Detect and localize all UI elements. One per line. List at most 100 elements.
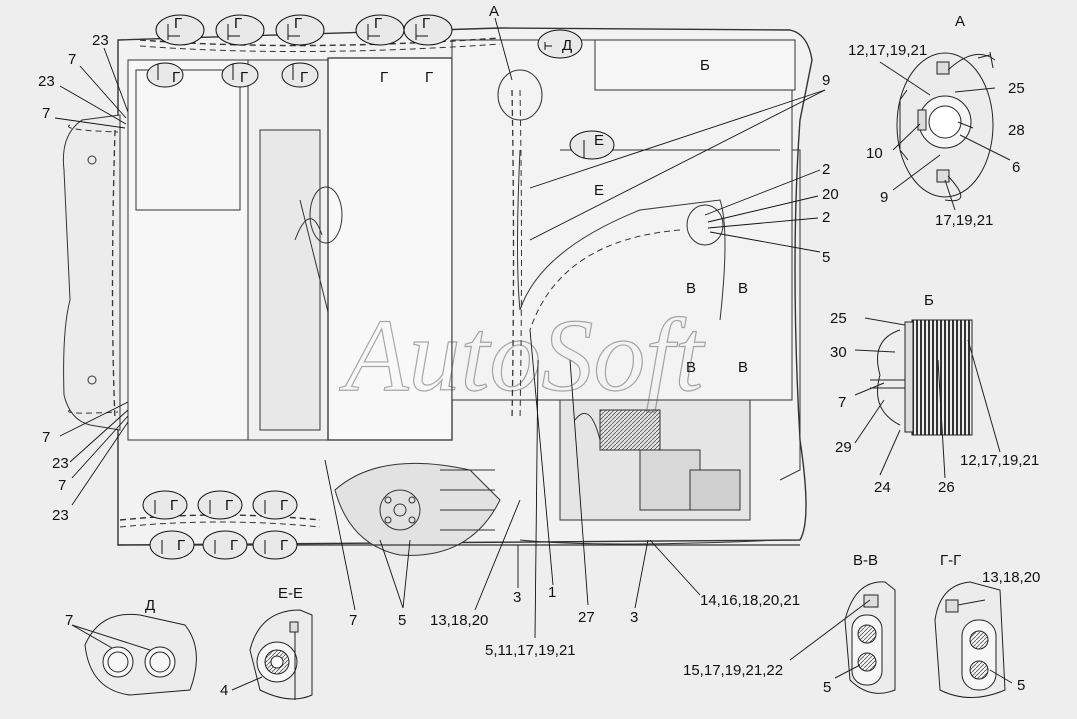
cut-mark-g-6 bbox=[146, 62, 184, 88]
svg-text:Г: Г bbox=[300, 69, 308, 86]
cut-mark-g-5 bbox=[403, 14, 453, 46]
callout-label: 12,17,19,21 bbox=[960, 452, 1039, 469]
svg-text:Г: Г bbox=[240, 69, 248, 86]
svg-text:Г: Г bbox=[422, 15, 430, 32]
callout-label: 5 bbox=[1017, 677, 1025, 694]
svg-text:Г: Г bbox=[425, 69, 433, 86]
svg-text:Г: Г bbox=[294, 15, 302, 32]
callout-label: 9 bbox=[822, 72, 830, 89]
callout-label: 2 bbox=[822, 209, 830, 226]
watermark: AutoSoft bbox=[339, 298, 705, 413]
callout-label: 2 bbox=[822, 161, 830, 178]
callout-label: 23 bbox=[52, 455, 69, 472]
svg-text:Г: Г bbox=[174, 15, 182, 32]
svg-text:Г: Г bbox=[374, 15, 382, 32]
svg-text:А: А bbox=[489, 3, 499, 20]
hose-left bbox=[111, 129, 116, 421]
svg-text:Г: Г bbox=[170, 497, 178, 514]
view-title-d: Д bbox=[145, 597, 155, 614]
callout-label: 25 bbox=[830, 310, 847, 327]
svg-text:Е: Е bbox=[594, 132, 604, 149]
callout-label: 23 bbox=[52, 507, 69, 524]
callout-label: 5 bbox=[398, 612, 406, 629]
view-ee-detail bbox=[231, 609, 313, 700]
left-door-outline bbox=[62, 114, 121, 431]
svg-text:В: В bbox=[686, 280, 696, 297]
svg-text:Г: Г bbox=[230, 537, 238, 554]
view-title-ee: Е-Е bbox=[278, 585, 303, 602]
callout-label: 27 bbox=[578, 609, 595, 626]
callout-label: 1 bbox=[548, 584, 556, 601]
svg-text:Г: Г bbox=[280, 537, 288, 554]
svg-text:Г: Г bbox=[225, 497, 233, 514]
fan-housing bbox=[334, 462, 501, 556]
cut-mark-g-2 bbox=[215, 14, 265, 46]
cut-mark-g-12 bbox=[149, 530, 195, 560]
svg-text:Д: Д bbox=[562, 37, 572, 54]
callout-label: 6 bbox=[1012, 159, 1020, 176]
hose-right bbox=[511, 89, 515, 421]
svg-text:Е: Е bbox=[594, 182, 604, 199]
callout-label: 7 bbox=[58, 477, 66, 494]
callout-label: 5 bbox=[822, 249, 830, 266]
bolt bbox=[87, 155, 97, 165]
callout-label: 26 bbox=[938, 479, 955, 496]
callout-label: 24 bbox=[874, 479, 891, 496]
callout-labels: 23 7 23 7 7 7 23 7 23 9 2 20 2 5 7 5 13,… bbox=[38, 32, 1040, 699]
cut-mark-g-14 bbox=[252, 530, 298, 560]
callout-label: 7 bbox=[42, 429, 50, 446]
view-title-b: Б bbox=[924, 292, 934, 309]
view-title-vv: В-В bbox=[853, 552, 878, 569]
callout-label: 4 bbox=[220, 682, 228, 699]
view-title-a: А bbox=[955, 13, 965, 30]
section-marks bbox=[142, 14, 615, 560]
callout-label: 13,18,20 bbox=[982, 569, 1040, 586]
callout-label: 17,19,21 bbox=[935, 212, 993, 229]
bolt bbox=[87, 375, 97, 385]
view-vv-detail bbox=[789, 581, 896, 694]
callout-label: 3 bbox=[513, 589, 521, 606]
callout-label: 20 bbox=[822, 186, 839, 203]
view-title-gg: Г-Г bbox=[940, 552, 961, 569]
cut-mark-g-9 bbox=[142, 490, 188, 520]
callout-label: 10 bbox=[866, 145, 883, 162]
callout-label: 28 bbox=[1008, 122, 1025, 139]
svg-text:Г: Г bbox=[380, 69, 388, 86]
svg-text:В: В bbox=[686, 359, 696, 376]
callout-label: 7 bbox=[65, 612, 73, 629]
callout-label: 7 bbox=[838, 394, 846, 411]
cut-mark-g-11 bbox=[252, 490, 298, 520]
main-view bbox=[62, 27, 813, 556]
cut-mark-g-1 bbox=[155, 14, 205, 46]
callout-label: 23 bbox=[92, 32, 109, 49]
svg-text:Г: Г bbox=[234, 15, 242, 32]
view-gg-detail bbox=[934, 581, 1013, 698]
left-panel-box bbox=[135, 69, 241, 211]
section-mark-letters: Г Г Г Г Г Г Г Г Г Г Г Г Г Г Г Г Д Е Е Б … bbox=[170, 3, 748, 554]
callout-label: 7 bbox=[42, 105, 50, 122]
svg-text:Г: Г bbox=[177, 537, 185, 554]
svg-text:Б: Б bbox=[700, 57, 710, 74]
callout-label: 7 bbox=[68, 51, 76, 68]
cut-mark-d bbox=[537, 29, 583, 59]
cut-mark-g-8 bbox=[281, 62, 319, 88]
callout-label: 30 bbox=[830, 344, 847, 361]
callout-label: 3 bbox=[630, 609, 638, 626]
cut-mark-g-7 bbox=[221, 62, 259, 88]
view-titles: А Б Д Е-Е В-В Г-Г bbox=[145, 13, 965, 614]
callout-label: 9 bbox=[880, 189, 888, 206]
cut-mark-g-13 bbox=[202, 530, 248, 560]
view-d-detail bbox=[71, 613, 197, 696]
callout-label: 29 bbox=[835, 439, 852, 456]
view-a-detail bbox=[879, 51, 1011, 211]
callout-label: 25 bbox=[1008, 80, 1025, 97]
callout-label: 13,18,20 bbox=[430, 612, 488, 629]
cut-mark-g-10 bbox=[197, 490, 243, 520]
svg-text:Г: Г bbox=[280, 497, 288, 514]
svg-text:В: В bbox=[738, 280, 748, 297]
cut-mark-g-3 bbox=[275, 14, 325, 46]
callout-label: 14,16,18,20,21 bbox=[700, 592, 800, 609]
callout-label: 15,17,19,21,22 bbox=[683, 662, 783, 679]
